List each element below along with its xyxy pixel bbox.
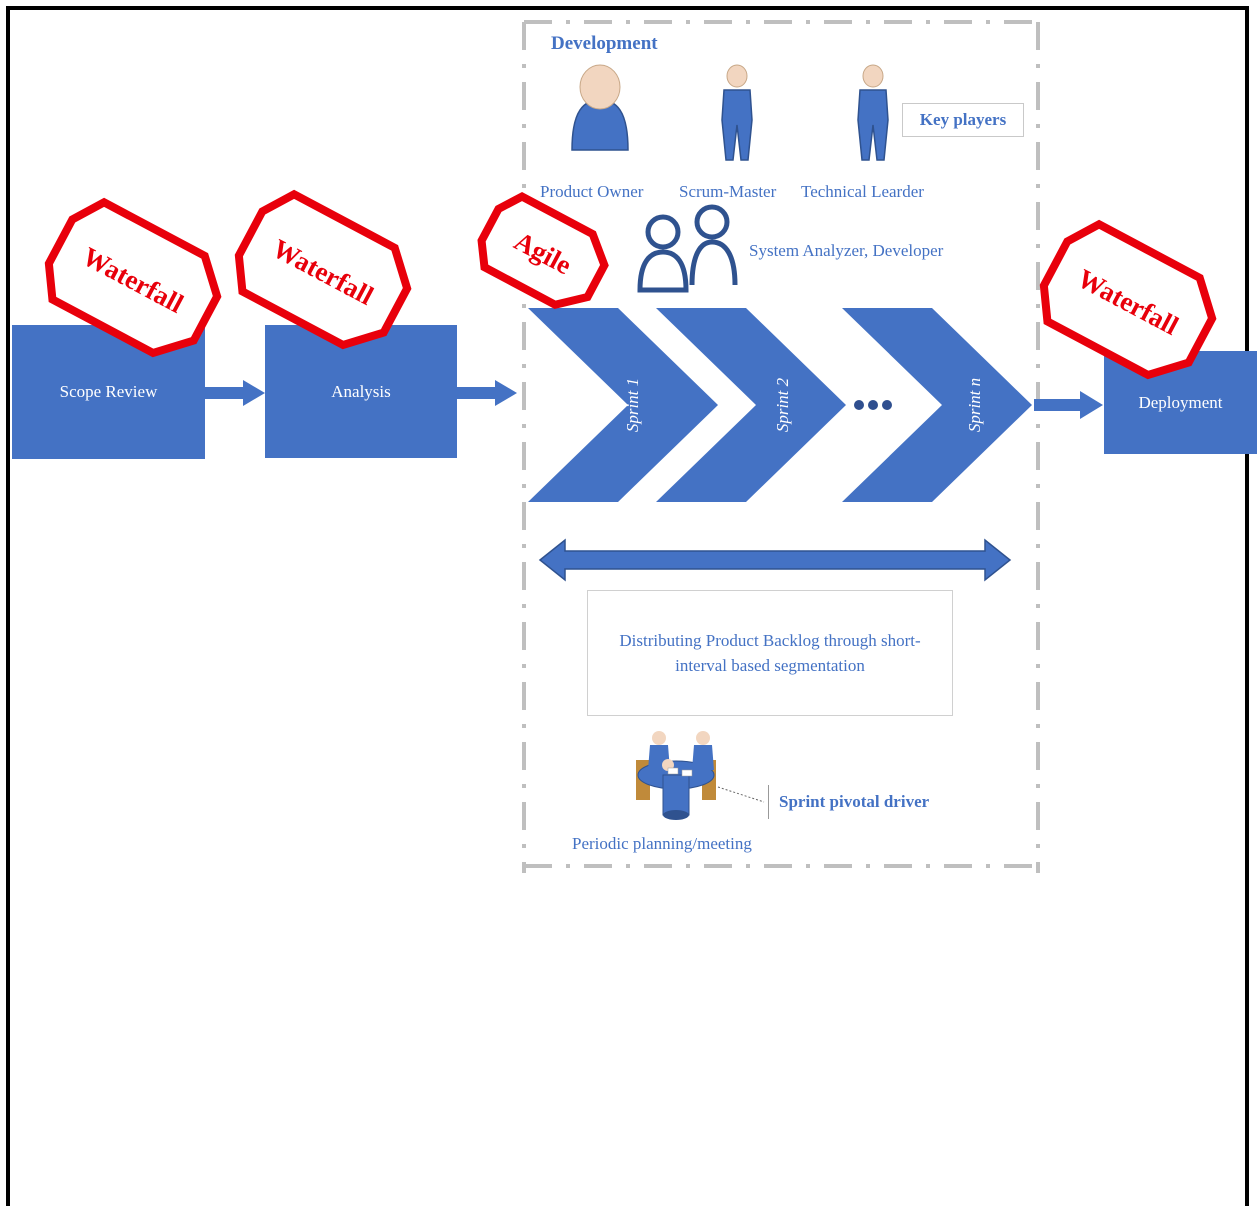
- sprint-2-label: Sprint 2: [773, 377, 792, 432]
- development-title: Development: [551, 33, 658, 54]
- technical-leader-icon: [857, 64, 889, 161]
- pivotal-leader-line: [717, 786, 765, 803]
- team-icon: [637, 204, 738, 293]
- sprint-2-chevron: [656, 308, 846, 502]
- meeting-label: Periodic planning/meeting: [572, 834, 752, 853]
- arrow-analysis-to-dev: [457, 380, 517, 406]
- pivotal-driver-label: Sprint pivotal driver: [768, 785, 929, 819]
- product-owner-label: Product Owner: [540, 182, 644, 201]
- frame-border: [6, 6, 1249, 1206]
- diagram-canvas: Sprint 1 Sprint 2 Sprint n: [205, 20, 1103, 873]
- scope-review-box: Scope Review: [12, 325, 205, 459]
- product-owner-icon: [571, 64, 629, 151]
- deployment-label: Deployment: [1138, 392, 1223, 412]
- key-players-label: Key players: [902, 103, 1024, 137]
- sprint-span-arrow: [538, 538, 1012, 582]
- sprint-n-label: Sprint n: [965, 378, 984, 432]
- sprint-ellipsis: [854, 400, 892, 410]
- diagram-frame: Sprint 1 Sprint 2 Sprint n: [6, 6, 1257, 1206]
- sprint-n-chevron: [842, 308, 1032, 502]
- team-label: System Analyzer, Developer: [749, 241, 944, 260]
- analysis-label: Analysis: [331, 381, 391, 401]
- analysis-box: Analysis: [265, 325, 457, 458]
- arrow-dev-to-deployment: [1034, 391, 1103, 419]
- technical-leader-label: Technical Learder: [801, 182, 924, 201]
- backlog-description: Distributing Product Backlog through sho…: [587, 590, 953, 716]
- deployment-box: Deployment: [1104, 351, 1257, 454]
- sprint-1-chevron: [528, 308, 718, 502]
- sprint-1-label: Sprint 1: [623, 378, 642, 432]
- meeting-icon: [636, 731, 716, 820]
- scope-review-label: Scope Review: [59, 382, 158, 401]
- development-boundary: [522, 20, 1040, 873]
- scrum-master-label: Scrum-Master: [679, 182, 777, 201]
- arrow-scope-to-analysis: [205, 380, 265, 406]
- scrum-master-icon: [721, 64, 753, 161]
- backlog-text: Distributing Product Backlog through sho…: [619, 631, 921, 675]
